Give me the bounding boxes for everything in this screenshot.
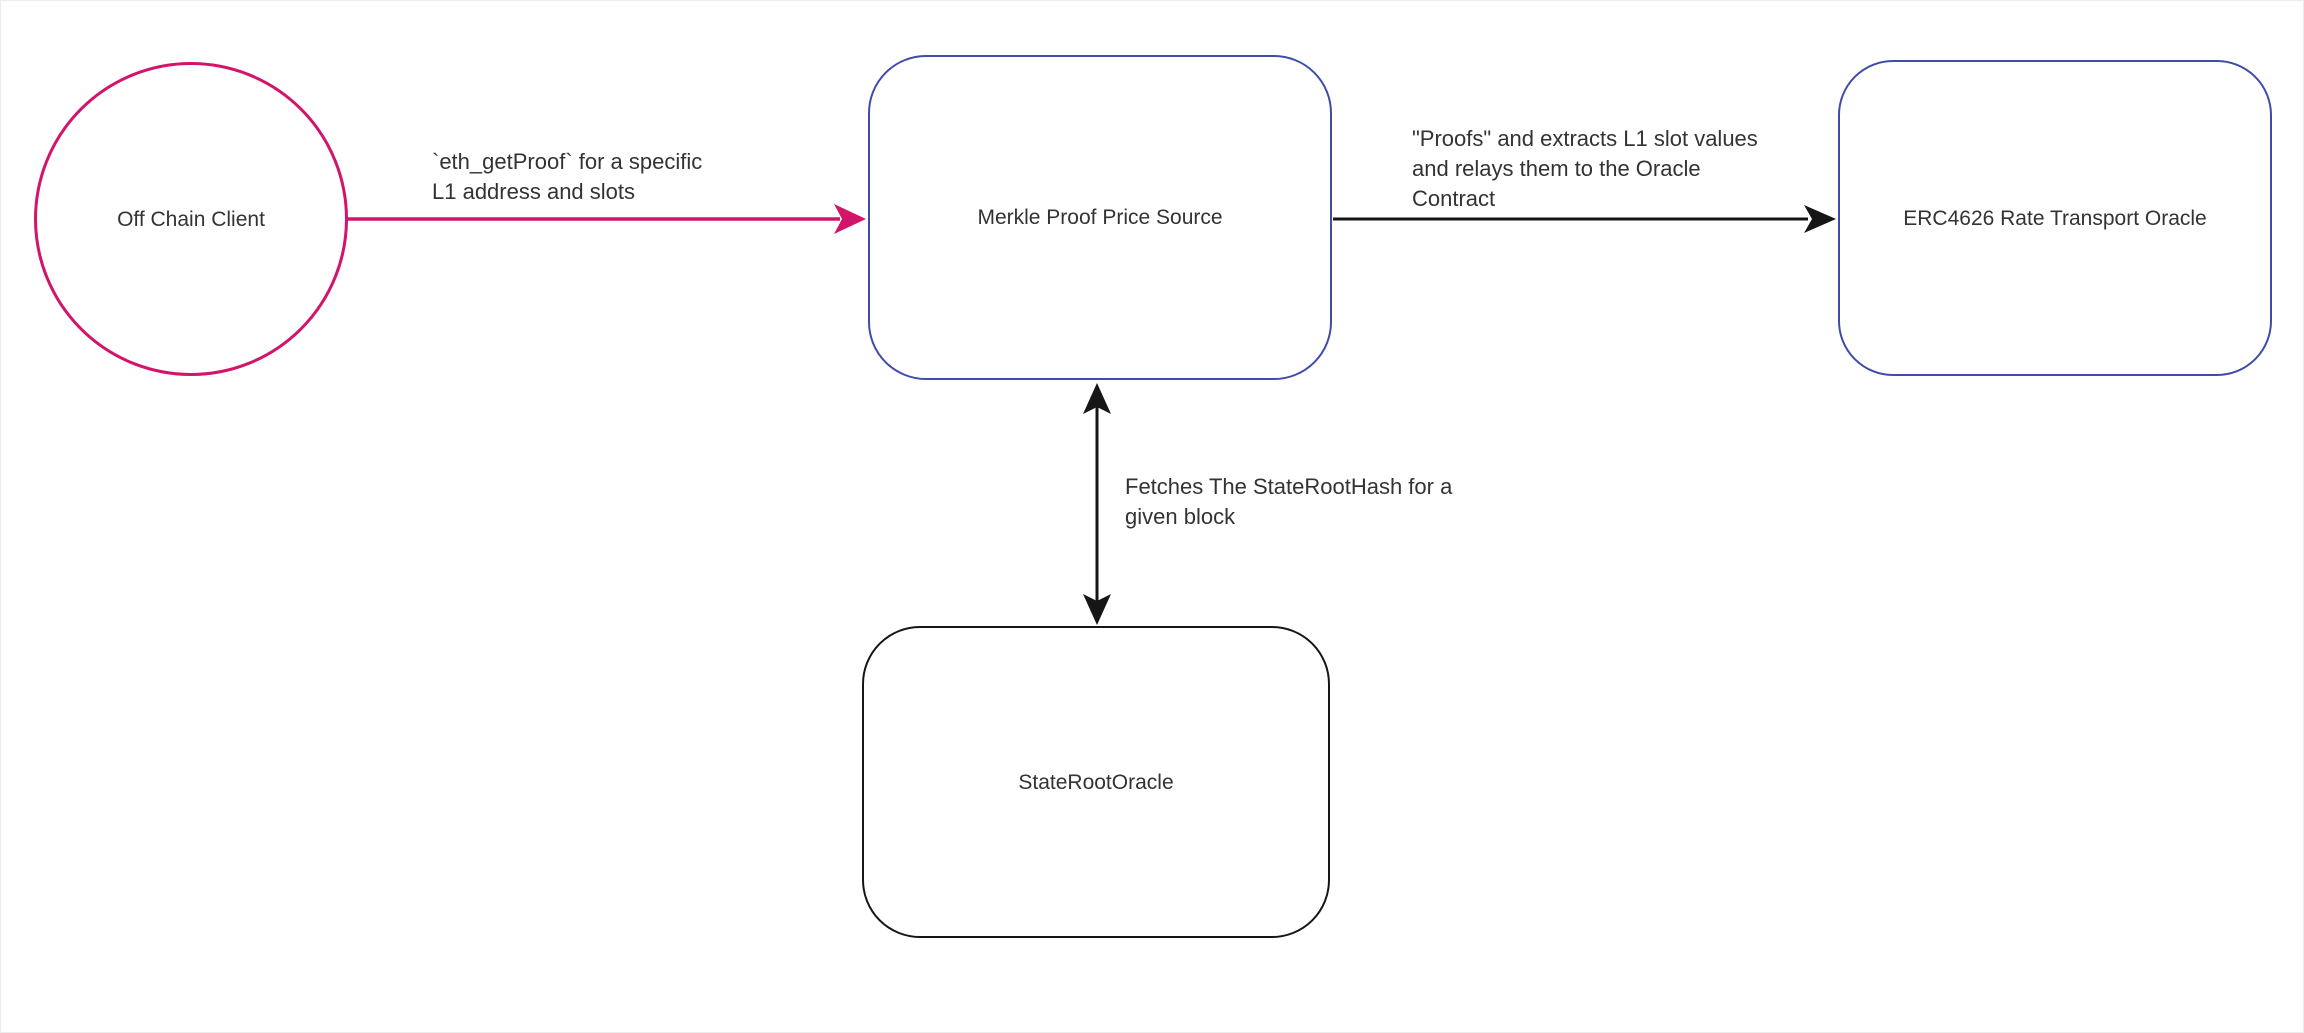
edge-label-line: Fetches The StateRootHash for a	[1125, 474, 1453, 499]
arrowhead-right-black	[1804, 205, 1836, 233]
arrowhead-right-pink	[834, 204, 866, 234]
arrowhead-down-black	[1083, 594, 1111, 625]
edge-label-line: L1 address and slots	[432, 179, 636, 204]
edge-label-line: `eth_getProof` for a specific	[432, 149, 703, 174]
node-erc4626-rate-transport-oracle-label: ERC4626 Rate Transport Oracle	[1903, 206, 2207, 230]
node-merkle-proof-price-source: Merkle Proof Price Source	[868, 55, 1332, 380]
edge-label-eth-getproof: `eth_getProof` for a specific L1 address…	[432, 147, 703, 207]
node-off-chain-client: Off Chain Client	[34, 62, 348, 376]
arrowhead-up-black	[1083, 383, 1111, 414]
edge-client-to-merkle	[347, 204, 866, 234]
edge-label-proofs-relay: "Proofs" and extracts L1 slot values and…	[1412, 124, 1758, 214]
node-erc4626-rate-transport-oracle: ERC4626 Rate Transport Oracle	[1838, 60, 2272, 376]
edge-label-line: "Proofs" and extracts L1 slot values	[1412, 126, 1758, 151]
node-merkle-proof-price-source-label: Merkle Proof Price Source	[977, 206, 1223, 229]
node-state-root-oracle: StateRootOracle	[862, 626, 1330, 938]
node-off-chain-client-label: Off Chain Client	[117, 207, 265, 231]
edge-label-line: and relays them to the Oracle	[1412, 156, 1701, 181]
node-state-root-oracle-label: StateRootOracle	[1018, 770, 1174, 794]
edge-label-line: Contract	[1412, 186, 1496, 211]
edge-label-fetches-stateroothash: Fetches The StateRootHash for a given bl…	[1125, 472, 1453, 532]
edge-merkle-to-stateroot	[1083, 383, 1111, 625]
edge-label-line: given block	[1125, 504, 1236, 529]
